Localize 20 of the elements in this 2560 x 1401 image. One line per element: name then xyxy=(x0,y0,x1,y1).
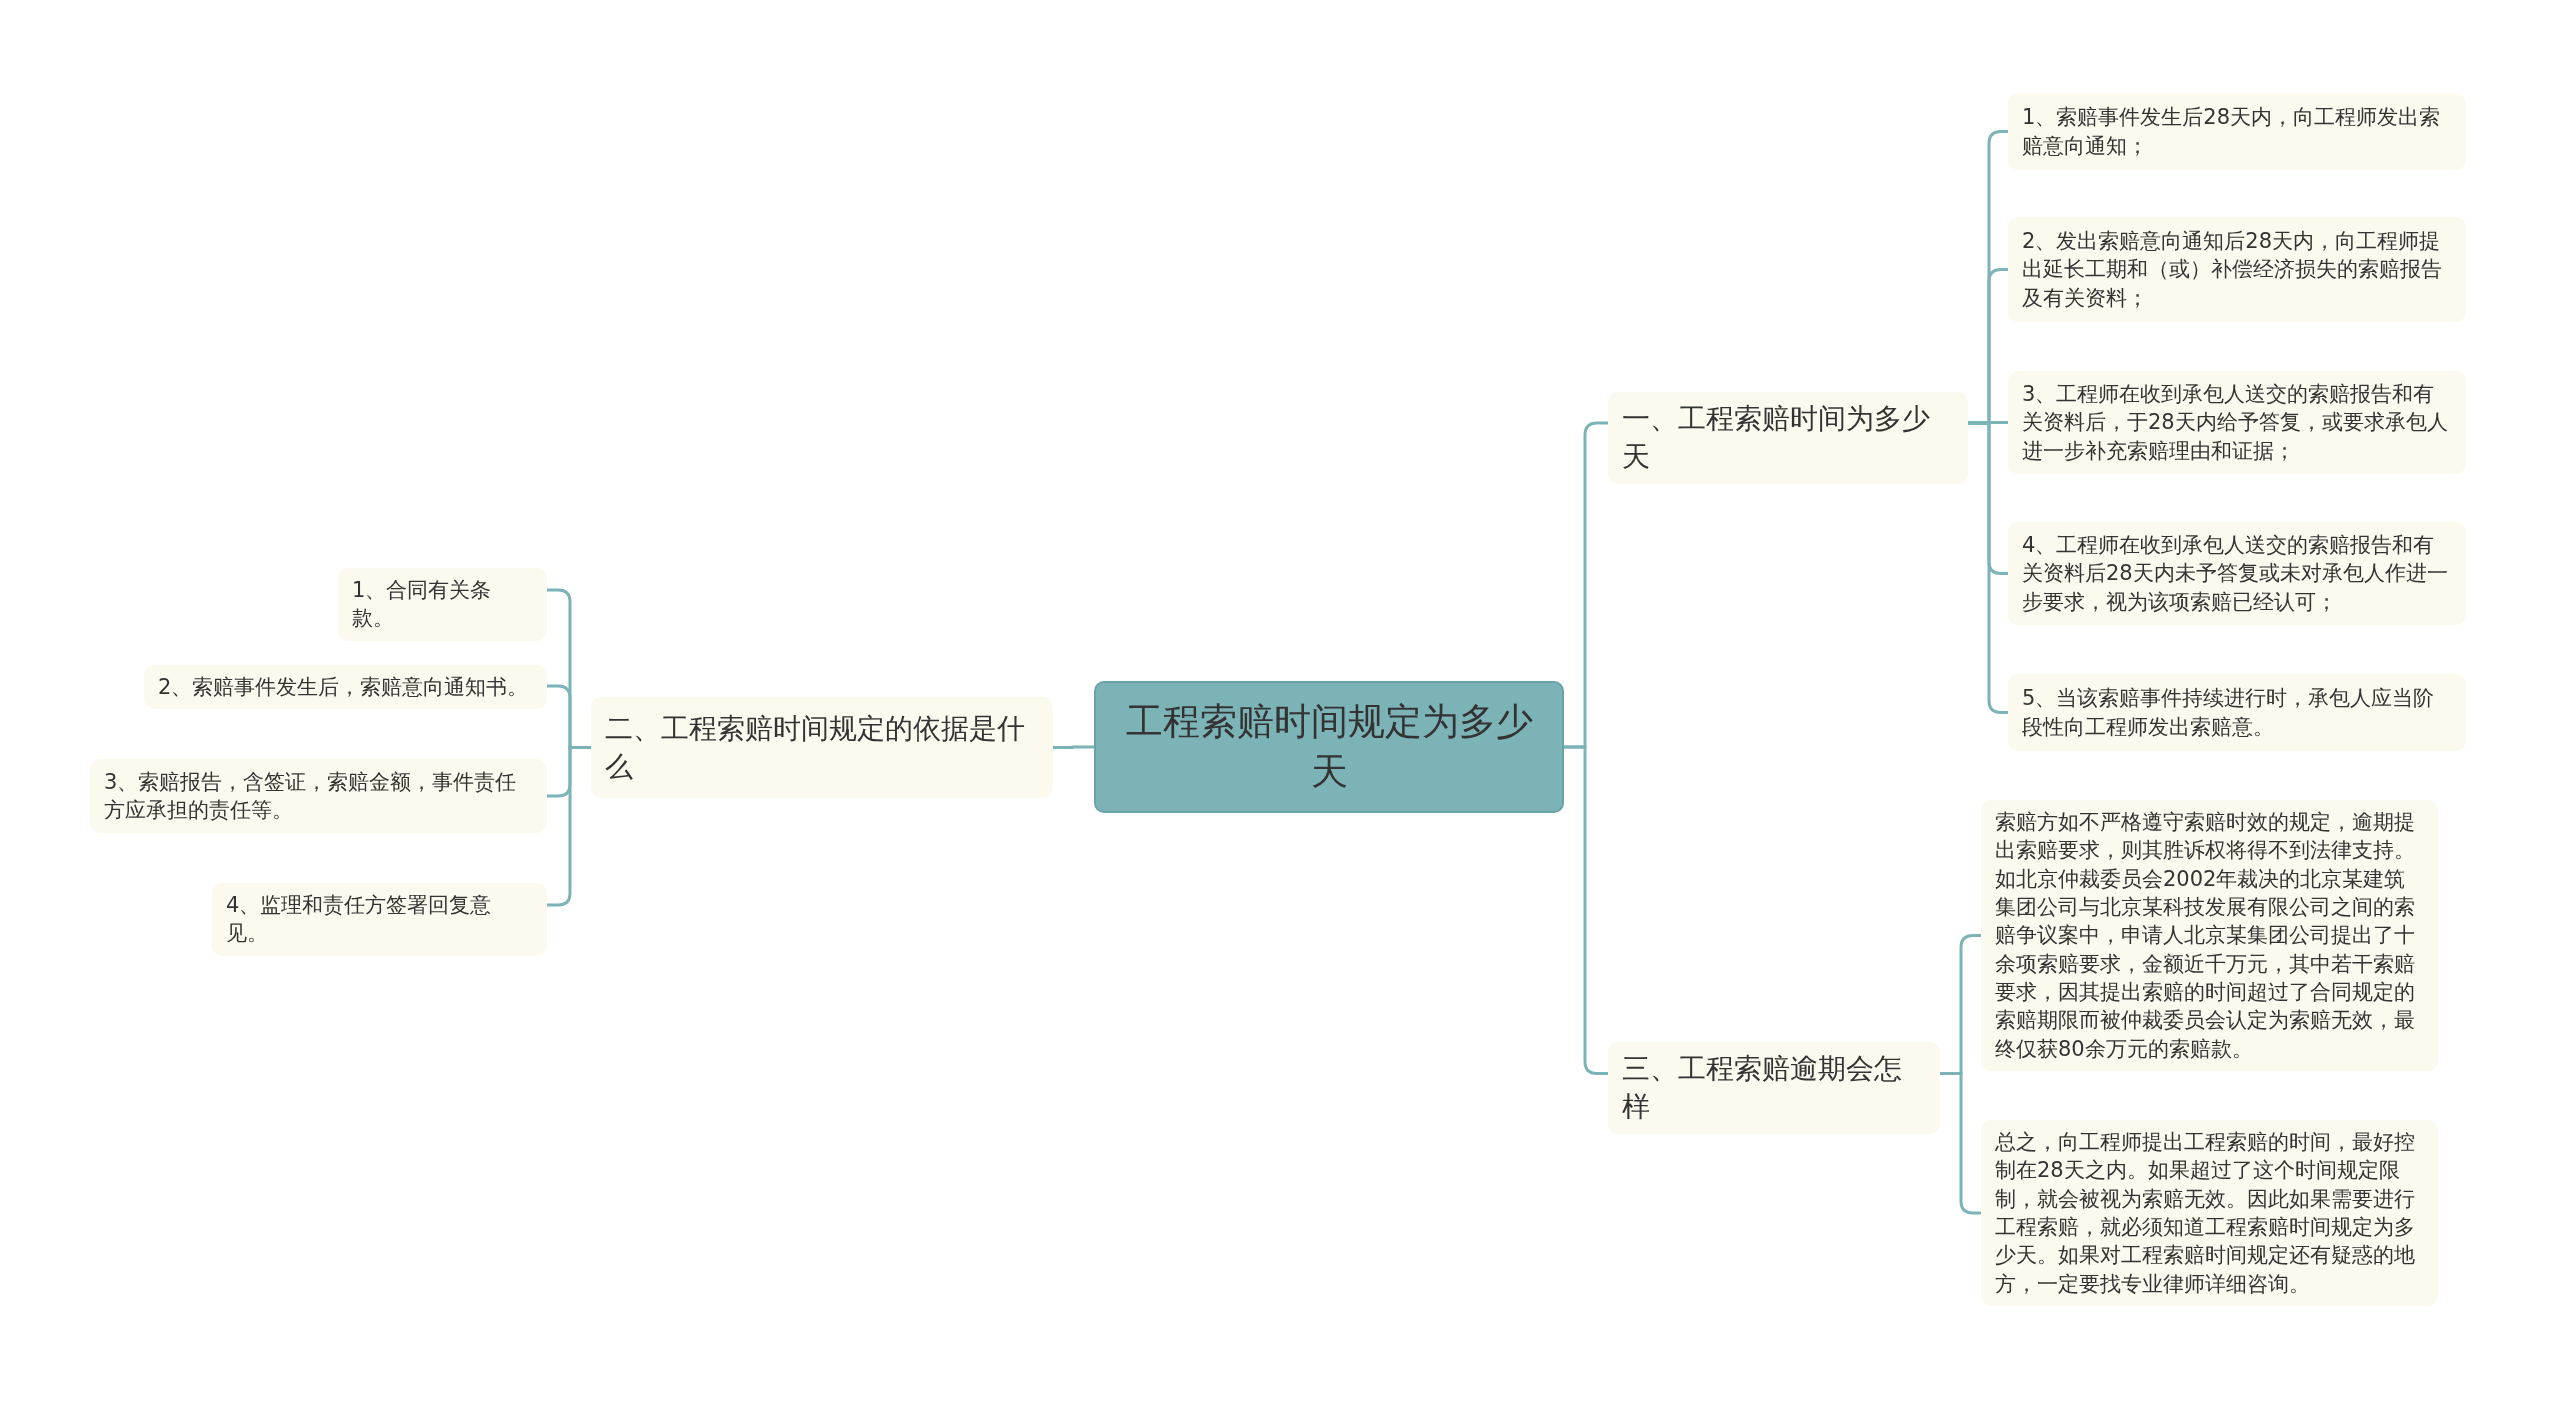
note-box: 4、监理和责任方签署回复意见。 xyxy=(212,883,547,956)
branch-box: 二、工程索赔时间规定的依据是什么 xyxy=(591,697,1053,798)
note-box: 1、索赔事件发生后28天内，向工程师发出索赔意向通知； xyxy=(2008,93,2466,170)
branch-box: 一、工程索赔时间为多少天 xyxy=(1608,392,1968,484)
note-box: 2、索赔事件发生后，索赔意向通知书。 xyxy=(144,665,547,710)
connector-line xyxy=(547,746,591,907)
note-box: 3、工程师在收到承包人送交的索赔报告和有关资料后，于28天内给予答复，或要求承包人进一步补充索赔理由和证据； xyxy=(2008,371,2466,474)
topic-box: 工程索赔时间规定为多少天 xyxy=(1094,681,1564,813)
connector-line xyxy=(1940,1072,1981,1215)
branch-box: 三、工程索赔逾期会怎样 xyxy=(1608,1042,1940,1134)
note-box: 总之，向工程师提出工程索赔的时间，最好控制在28天之内。如果超过了这个时间规定限制，就会被视为索赔无效。因此如果需要进行工程索赔，就必须知道工程索赔时间规定为多少天。如果对工程索赔时间规定还有疑惑的地方，一定要找专业律师详细咨询。 xyxy=(1981,1120,2438,1307)
note-box: 3、索赔报告，含签证，索赔金额，事件责任方应承担的责任等。 xyxy=(90,759,547,833)
connector-line xyxy=(1968,421,2008,714)
note-box: 2、发出索赔意向通知后28天内，向工程师提出延长工期和（或）补偿经济损失的索赔报告及有关资料； xyxy=(2008,217,2466,322)
note-box: 索赔方如不严格遵守索赔时效的规定，逾期提出索赔要求，则其胜诉权将得不到法律支持。如北京仲裁委员会2002年裁决的北京某建筑集团公司与北京某科技发展有限公司之间的索赔争议案中，申请人北京某集团公司提出了十余项索赔要求，金额近千万元，其中若干索赔要求，因其提出索赔的时间超过了合同规定的索赔期限而被仲裁委员会认定为索赔无效，最终仅获80余万元的索赔款。 xyxy=(1981,800,2438,1072)
note-box: 5、当该索赔事件持续进行时，承包人应当阶段性向工程师发出索赔意。 xyxy=(2008,674,2466,751)
connector-line xyxy=(1053,745,1094,749)
note-box: 1、合同有关条款。 xyxy=(338,568,547,641)
connector-line xyxy=(1564,745,1608,1075)
note-box: 4、工程师在收到承包人送交的索赔报告和有关资料后28天内未予答复或未对承包人作进一步要求，视为该项索赔已经认可； xyxy=(2008,522,2466,625)
